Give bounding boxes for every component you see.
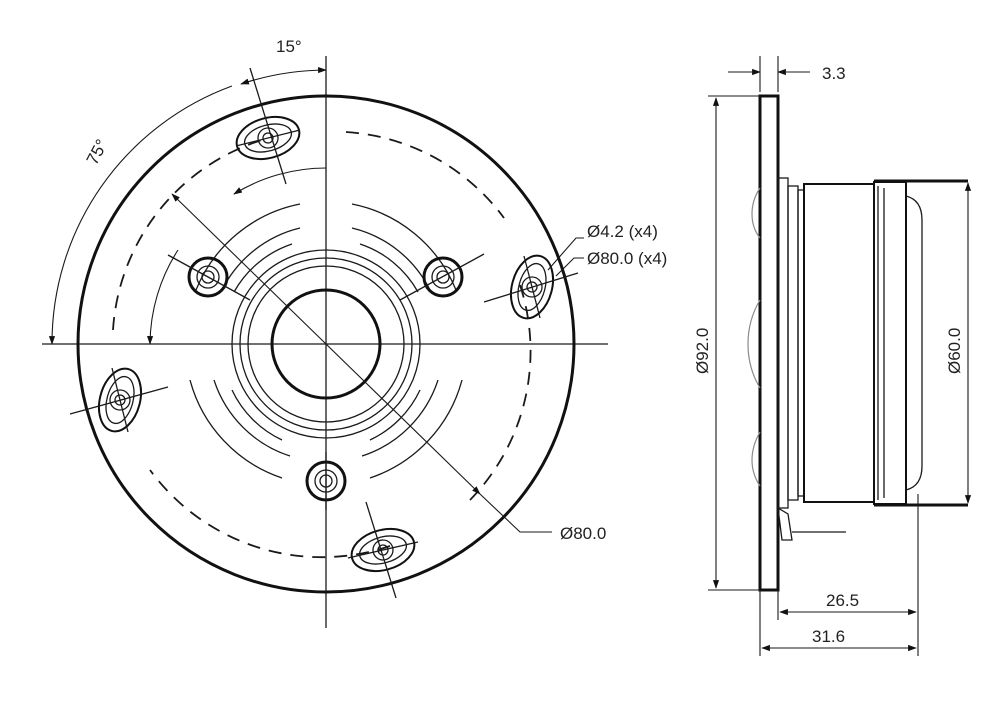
inner-angle-arc-2	[146, 249, 179, 345]
inner-hole-left	[167, 254, 251, 301]
terminal	[777, 506, 793, 541]
side-view	[708, 56, 972, 656]
dome-profile	[905, 195, 923, 491]
bolt-circle-dashed	[112, 131, 532, 559]
diameter-leader	[479, 493, 552, 533]
outer-hole-left	[69, 367, 169, 433]
flange-profile-details	[747, 187, 761, 487]
outer-hole-bottom	[347, 501, 419, 599]
flange-thickness-label: 3.3	[822, 64, 846, 83]
body-diameter-label: Ø60.0	[945, 328, 964, 374]
flange-plate	[758, 94, 780, 592]
angle-75-label: 75°	[83, 136, 112, 168]
angle-75-arc	[48, 85, 233, 345]
depth-body-label: 26.5	[826, 591, 859, 610]
inner-hole-right	[399, 253, 485, 301]
step-2	[787, 185, 799, 501]
angle-15-label: 15°	[276, 37, 302, 56]
depth-total-label: 31.6	[812, 627, 845, 646]
inner-hole-bottom	[305, 452, 347, 510]
front-view	[42, 56, 608, 628]
front-ring	[873, 181, 907, 505]
hole-size-label: Ø4.2 (x4)	[587, 222, 658, 241]
body	[803, 183, 875, 503]
outer-diameter-label: Ø92.0	[693, 328, 712, 374]
angle-15-arc	[240, 66, 327, 85]
pcd-label: Ø80.0 (x4)	[587, 249, 667, 268]
outer-hole-top	[235, 67, 301, 185]
outer-flange-circle	[76, 94, 576, 594]
hole-callout-leader	[547, 237, 584, 271]
outer-hole-right	[483, 254, 579, 320]
inner-angle-arc	[233, 167, 327, 195]
pcd-callout-leader	[555, 257, 584, 277]
diameter-label: Ø80.0	[560, 524, 606, 543]
diameter-dimension-line	[171, 193, 481, 495]
